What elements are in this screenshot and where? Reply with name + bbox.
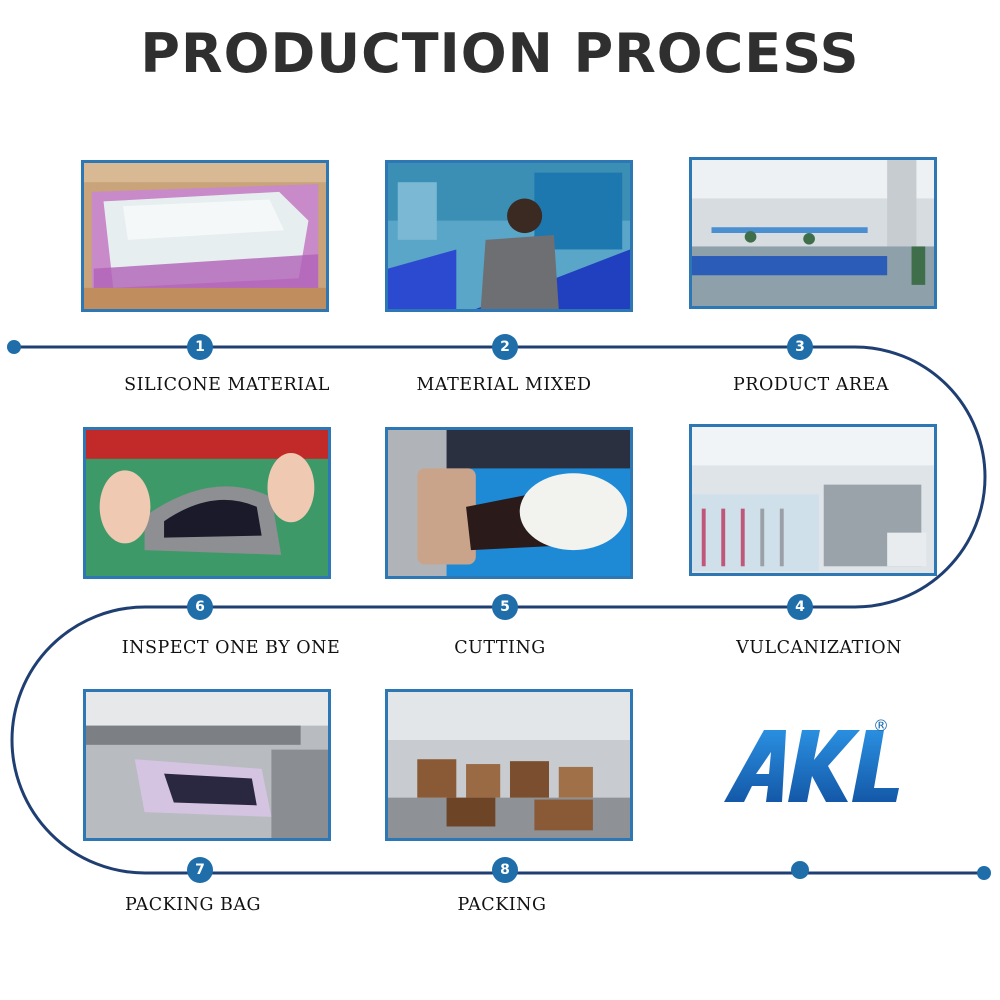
flow-start-dot bbox=[7, 340, 21, 354]
photo-inspect-one-by-one bbox=[83, 427, 331, 579]
photo-cutting bbox=[385, 427, 633, 579]
flow-end-dot bbox=[977, 866, 991, 880]
photo-vulcanization bbox=[689, 424, 937, 576]
step-label-1: SILICONE MATERIAL bbox=[124, 375, 330, 395]
registered-mark: ® bbox=[873, 716, 889, 735]
step-node-1: 1 bbox=[187, 334, 213, 360]
step-node-3: 3 bbox=[787, 334, 813, 360]
step-label-8: PACKING bbox=[457, 895, 547, 915]
step-label-3: PRODUCT AREA bbox=[733, 375, 889, 395]
step-label-6: INSPECT ONE BY ONE bbox=[121, 638, 341, 658]
photo-material-mixed bbox=[385, 160, 633, 312]
step-node-4: 4 bbox=[787, 594, 813, 620]
step-node-8: 8 bbox=[492, 857, 518, 883]
step-node-7: 7 bbox=[187, 857, 213, 883]
step-label-2: MATERIAL MIXED bbox=[416, 375, 592, 395]
step-node-6: 6 bbox=[187, 594, 213, 620]
flow-dot bbox=[791, 861, 809, 879]
photo-silicone-material bbox=[81, 160, 329, 312]
step-label-5: CUTTING bbox=[454, 638, 546, 658]
step-label-4: VULCANIZATION bbox=[736, 638, 902, 658]
akl-logo bbox=[724, 730, 899, 802]
step-node-2: 2 bbox=[492, 334, 518, 360]
page-title: PRODUCTION PROCESS bbox=[140, 22, 860, 85]
photo-product-area bbox=[689, 157, 937, 309]
step-node-5: 5 bbox=[492, 594, 518, 620]
step-label-7: PACKING BAG bbox=[124, 895, 261, 915]
photo-packing bbox=[385, 689, 633, 841]
photo-packing-bag bbox=[83, 689, 331, 841]
